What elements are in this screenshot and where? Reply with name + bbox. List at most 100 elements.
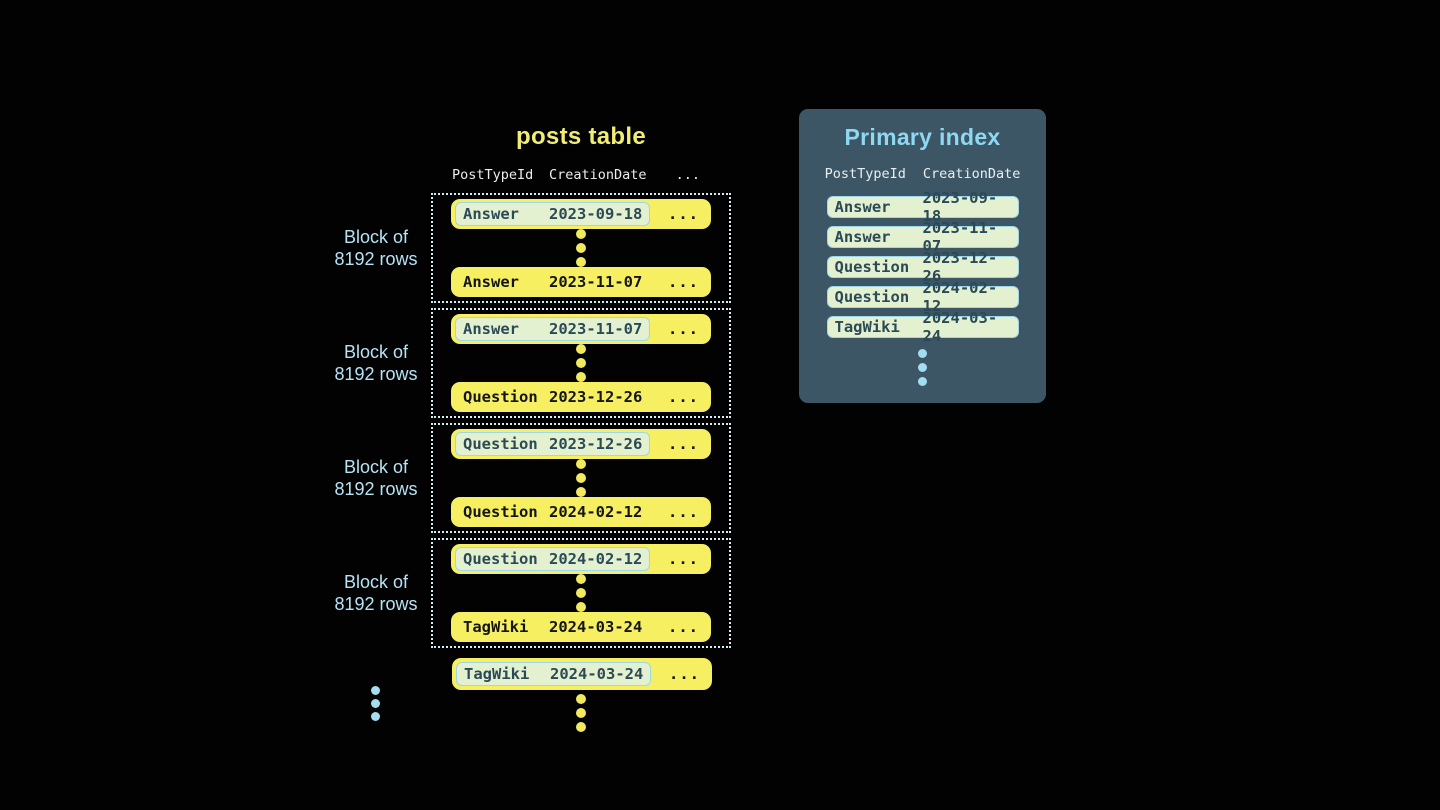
index-entry: Answer 2023-11-07 bbox=[455, 270, 650, 294]
table-row: Question 2023-12-26 ... bbox=[451, 429, 711, 459]
primary-index-panel: Primary index PostTypeId CreationDate An… bbox=[799, 109, 1046, 403]
row-posttypeid: TagWiki bbox=[463, 618, 529, 636]
row-block-2: Answer 2023-11-07 ... Question 2023-12-2… bbox=[431, 308, 731, 418]
index-row: TagWiki 2024-03-24 bbox=[826, 309, 1019, 345]
dot-icon bbox=[918, 349, 927, 358]
dot-icon bbox=[576, 243, 586, 253]
column-header-posttypeid: PostTypeId bbox=[824, 166, 906, 182]
dot-icon bbox=[576, 459, 586, 469]
row-posttypeid: Answer bbox=[463, 320, 519, 338]
index-entry-highlight: Answer 2023-09-18 bbox=[455, 202, 651, 226]
table-row: Answer 2023-11-07 ... bbox=[451, 314, 711, 344]
row-creationdate: 2023-12-26 bbox=[922, 249, 998, 285]
row-creationdate: 2023-09-18 bbox=[549, 205, 643, 223]
dot-icon bbox=[576, 588, 586, 598]
block-label-4: Block of 8192 rows bbox=[306, 572, 446, 615]
index-entry: TagWiki 2024-03-24 bbox=[455, 615, 650, 639]
dot-icon bbox=[918, 363, 927, 372]
row-posttypeid: Question bbox=[463, 550, 538, 568]
row-posttypeid: Answer bbox=[834, 198, 891, 216]
row-creationdate: 2023-12-26 bbox=[549, 435, 643, 453]
dot-icon bbox=[576, 344, 586, 354]
row-block-1: Answer 2023-09-18 ... Answer 2023-11-07 … bbox=[431, 193, 731, 303]
row-block-3: Question 2023-12-26 ... Question 2024-02… bbox=[431, 423, 731, 533]
row-posttypeid: TagWiki bbox=[834, 318, 900, 336]
block-label-line2: 8192 rows bbox=[334, 363, 418, 384]
posts-table-column-headers: PostTypeId CreationDate ... bbox=[452, 167, 712, 183]
dot-icon bbox=[576, 487, 586, 497]
row-posttypeid: TagWiki bbox=[464, 665, 530, 683]
vertical-ellipsis-icon bbox=[371, 686, 380, 721]
row-posttypeid: Question bbox=[834, 258, 910, 276]
table-row: Answer 2023-11-07 ... bbox=[451, 267, 711, 297]
row-posttypeid: Question bbox=[463, 503, 538, 521]
row-creationdate: 2023-11-07 bbox=[922, 219, 998, 255]
table-row: Question 2024-02-12 ... bbox=[451, 544, 711, 574]
table-row: Question 2023-12-26 ... bbox=[451, 382, 711, 412]
block-label-line1: Block of bbox=[343, 342, 409, 362]
row-more-ellipsis: ... bbox=[668, 320, 699, 338]
dot-icon bbox=[576, 602, 586, 612]
index-row: Answer 2023-11-07 bbox=[826, 219, 1019, 255]
row-more-ellipsis: ... bbox=[668, 435, 699, 453]
dot-icon bbox=[918, 377, 927, 386]
block-label-1: Block of 8192 rows bbox=[306, 227, 446, 270]
block-label-line1: Block of bbox=[343, 227, 409, 247]
vertical-ellipsis-icon bbox=[576, 459, 586, 497]
block-label-line1: Block of bbox=[343, 457, 409, 477]
row-more-ellipsis: ... bbox=[668, 273, 699, 291]
row-posttypeid: Answer bbox=[463, 205, 519, 223]
row-creationdate: 2023-11-07 bbox=[549, 320, 643, 338]
index-entry-highlight: TagWiki 2024-03-24 bbox=[456, 662, 652, 686]
vertical-ellipsis-icon bbox=[799, 349, 1046, 386]
table-row: Answer 2023-09-18 ... bbox=[451, 199, 711, 229]
dot-icon bbox=[576, 694, 586, 704]
dot-icon bbox=[576, 722, 586, 732]
index-entry-highlight: Answer 2023-11-07 bbox=[455, 317, 651, 341]
table-row: Question 2024-02-12 ... bbox=[451, 497, 711, 527]
block-label-3: Block of 8192 rows bbox=[306, 457, 446, 500]
vertical-ellipsis-icon bbox=[576, 574, 586, 612]
dot-icon bbox=[371, 712, 380, 721]
index-entry: Question 2024-02-12 bbox=[455, 500, 650, 524]
dot-icon bbox=[371, 699, 380, 708]
table-row: TagWiki 2024-03-24 ... bbox=[451, 612, 711, 642]
vertical-ellipsis-icon bbox=[576, 344, 586, 382]
vertical-ellipsis-icon bbox=[576, 229, 586, 267]
row-posttypeid: Question bbox=[463, 435, 538, 453]
row-more-ellipsis: ... bbox=[668, 550, 699, 568]
index-entry: Question 2023-12-26 bbox=[455, 385, 650, 409]
row-block-4: Question 2024-02-12 ... TagWiki 2024-03-… bbox=[431, 538, 731, 648]
row-creationdate: 2024-03-24 bbox=[922, 309, 998, 345]
block-label-line2: 8192 rows bbox=[334, 478, 418, 499]
block-label-2: Block of 8192 rows bbox=[306, 342, 446, 385]
primary-index-title: Primary index bbox=[844, 124, 1001, 150]
row-posttypeid: Question bbox=[834, 288, 910, 306]
index-row: Answer 2023-09-18 bbox=[826, 189, 1019, 225]
row-more-ellipsis: ... bbox=[668, 205, 699, 223]
row-creationdate: 2023-12-26 bbox=[549, 388, 643, 406]
dot-icon bbox=[576, 372, 586, 382]
dot-icon bbox=[576, 473, 586, 483]
column-header-more-ellipsis: ... bbox=[675, 167, 700, 183]
block-label-line1: Block of bbox=[343, 572, 409, 592]
primary-index-column-headers: PostTypeId CreationDate bbox=[799, 166, 1046, 182]
row-creationdate: 2023-11-07 bbox=[549, 273, 643, 291]
index-row: Question 2024-02-12 bbox=[826, 279, 1019, 315]
column-header-posttypeid: PostTypeId bbox=[452, 167, 534, 183]
table-row: TagWiki 2024-03-24 ... bbox=[452, 658, 712, 690]
row-posttypeid: Answer bbox=[834, 228, 891, 246]
dot-icon bbox=[576, 574, 586, 584]
primary-index-rows: Answer 2023-09-18 Answer 2023-11-07 Ques… bbox=[799, 189, 1046, 345]
row-creationdate: 2024-02-12 bbox=[549, 550, 643, 568]
dot-icon bbox=[576, 358, 586, 368]
row-posttypeid: Question bbox=[463, 388, 538, 406]
dot-icon bbox=[576, 257, 586, 267]
index-row: Question 2023-12-26 bbox=[826, 249, 1019, 285]
dot-icon bbox=[576, 708, 586, 718]
row-creationdate: 2024-02-12 bbox=[549, 503, 643, 521]
row-more-ellipsis: ... bbox=[669, 665, 700, 683]
row-creationdate: 2024-03-24 bbox=[550, 665, 644, 683]
row-creationdate: 2023-09-18 bbox=[922, 189, 998, 225]
